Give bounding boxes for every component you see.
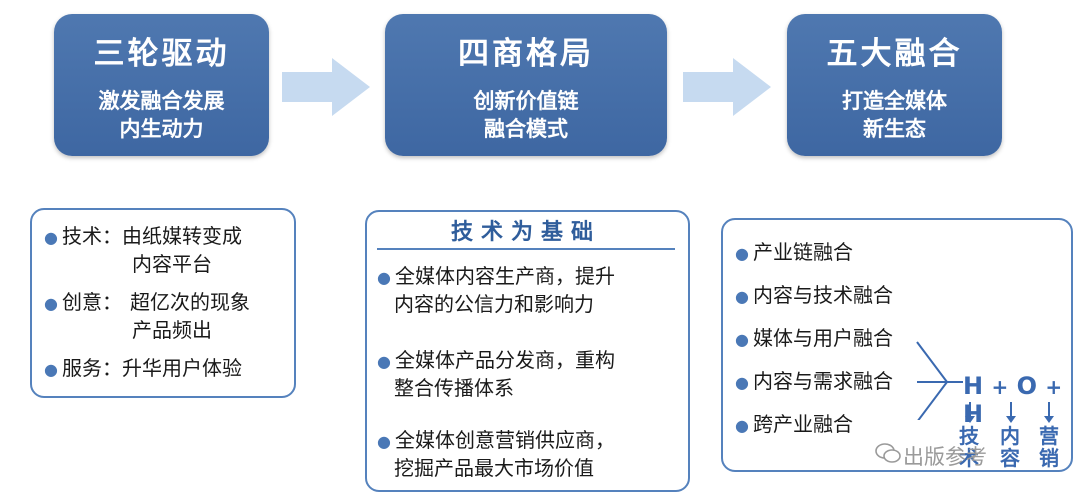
- card-four-roles: 技术为基础 ●全媒体内容生产商，提升 内容的公信力和影响力 ●全媒体产品分发商，…: [365, 210, 690, 492]
- item-label: 服务：: [61, 356, 122, 380]
- item-label: 创意：: [61, 290, 122, 314]
- stage-box-3: 五大融合 打造全媒体 新生态: [787, 14, 1002, 156]
- item-text: 由纸媒转变成: [121, 224, 242, 248]
- formula-label: 内: [1000, 424, 1020, 448]
- formula-label: 技: [959, 424, 979, 448]
- formula-h2: H: [963, 400, 984, 428]
- stage-line: 创新价值链: [473, 88, 579, 113]
- stage-title: 四商格局: [458, 36, 594, 72]
- bullet-icon: ●: [44, 360, 58, 379]
- bracket-connector: [916, 341, 963, 420]
- stage-box-2: 四商格局 创新价值链 融合模式: [385, 14, 667, 156]
- stage-line: 新生态: [863, 116, 926, 141]
- item-text: 跨产业融合: [752, 412, 853, 436]
- stage-title: 三轮驱动: [93, 36, 230, 72]
- item-text: 媒体与用户融合: [752, 326, 893, 350]
- item-text: 内容与技术融合: [752, 283, 893, 307]
- list-item: ●全媒体创意营销供应商，: [377, 426, 615, 456]
- list-item: ●技术：由纸媒转变成: [44, 222, 242, 252]
- card-three-drivers: ●技术：由纸媒转变成 内容平台 ●创意：超亿次的现象 产品频出 ●服务：升华用户…: [30, 208, 296, 398]
- bullet-icon: ●: [735, 416, 749, 435]
- watermark-text: 出版参考: [903, 445, 987, 469]
- item-text: 产业链融合: [752, 240, 853, 264]
- item-text-cont: 内容的公信力和影响力: [394, 292, 594, 316]
- formula-h-o-h: H + O + H: [963, 372, 1071, 428]
- wechat-icon: [875, 443, 901, 463]
- bullet-icon: ●: [735, 373, 749, 392]
- formula-label: 销: [1039, 446, 1059, 470]
- item-text-cont: 整合传播体系: [394, 376, 514, 400]
- stage-line: 激发融合发展: [98, 88, 225, 113]
- item-text-cont: 内容平台: [132, 252, 212, 276]
- item-text: 内容与需求融合: [752, 369, 893, 393]
- list-item: ●跨产业融合: [735, 410, 853, 440]
- bullet-icon: ●: [44, 228, 58, 247]
- item-text: 升华用户体验: [121, 356, 242, 380]
- stage-title: 五大融合: [826, 36, 963, 72]
- item-text: 超亿次的现象: [129, 290, 250, 314]
- list-item: ●全媒体产品分发商，重构: [377, 346, 615, 376]
- item-label: 技术：: [61, 224, 122, 248]
- bullet-icon: ●: [377, 352, 391, 371]
- bullet-icon: ●: [377, 268, 391, 287]
- right-arrow-icon: [683, 58, 771, 116]
- item-text: 全媒体产品分发商，重构: [394, 348, 615, 372]
- list-item: ●产业链融合: [735, 238, 853, 268]
- bullet-icon: ●: [377, 432, 391, 451]
- list-item: ●全媒体内容生产商，提升: [377, 262, 615, 292]
- formula-label: 术: [959, 446, 979, 470]
- right-arrow-icon: [282, 58, 370, 116]
- list-item: ●内容与需求融合: [735, 367, 893, 397]
- formula-o: O: [1016, 372, 1037, 400]
- formula-h1: H: [963, 372, 984, 400]
- formula-label: 营: [1039, 424, 1059, 448]
- list-item: ●服务：升华用户体验: [44, 354, 242, 384]
- stage-line: 内生动力: [119, 116, 204, 141]
- item-text: 全媒体内容生产商，提升: [394, 264, 615, 288]
- list-item: ●创意： 超亿次的现象: [44, 288, 250, 318]
- bullet-icon: ●: [735, 287, 749, 306]
- down-arrows-icon: [965, 402, 1054, 423]
- list-item: ●内容与技术融合: [735, 281, 893, 311]
- card-five-fusions: ●产业链融合 ●内容与技术融合 ●媒体与用户融合 ●内容与需求融合 ●跨产业融合…: [721, 218, 1073, 472]
- item-text-cont: 挖掘产品最大市场价值: [394, 456, 594, 480]
- stage-box-1: 三轮驱动 激发融合发展 内生动力: [54, 14, 269, 156]
- formula-label: 容: [1000, 446, 1020, 470]
- formula-plus: +: [991, 375, 1009, 399]
- item-text: 全媒体创意营销供应商，: [394, 428, 615, 452]
- stage-line: 融合模式: [484, 116, 568, 141]
- stage-line: 打造全媒体: [842, 88, 947, 113]
- formula-plus: +: [1045, 375, 1063, 399]
- bullet-icon: ●: [735, 330, 749, 349]
- item-text-cont: 产品频出: [132, 318, 212, 342]
- bullet-icon: ●: [44, 294, 58, 313]
- bullet-icon: ●: [735, 244, 749, 263]
- list-item: ●媒体与用户融合: [735, 324, 893, 354]
- card-heading: 技术为基础: [377, 218, 675, 250]
